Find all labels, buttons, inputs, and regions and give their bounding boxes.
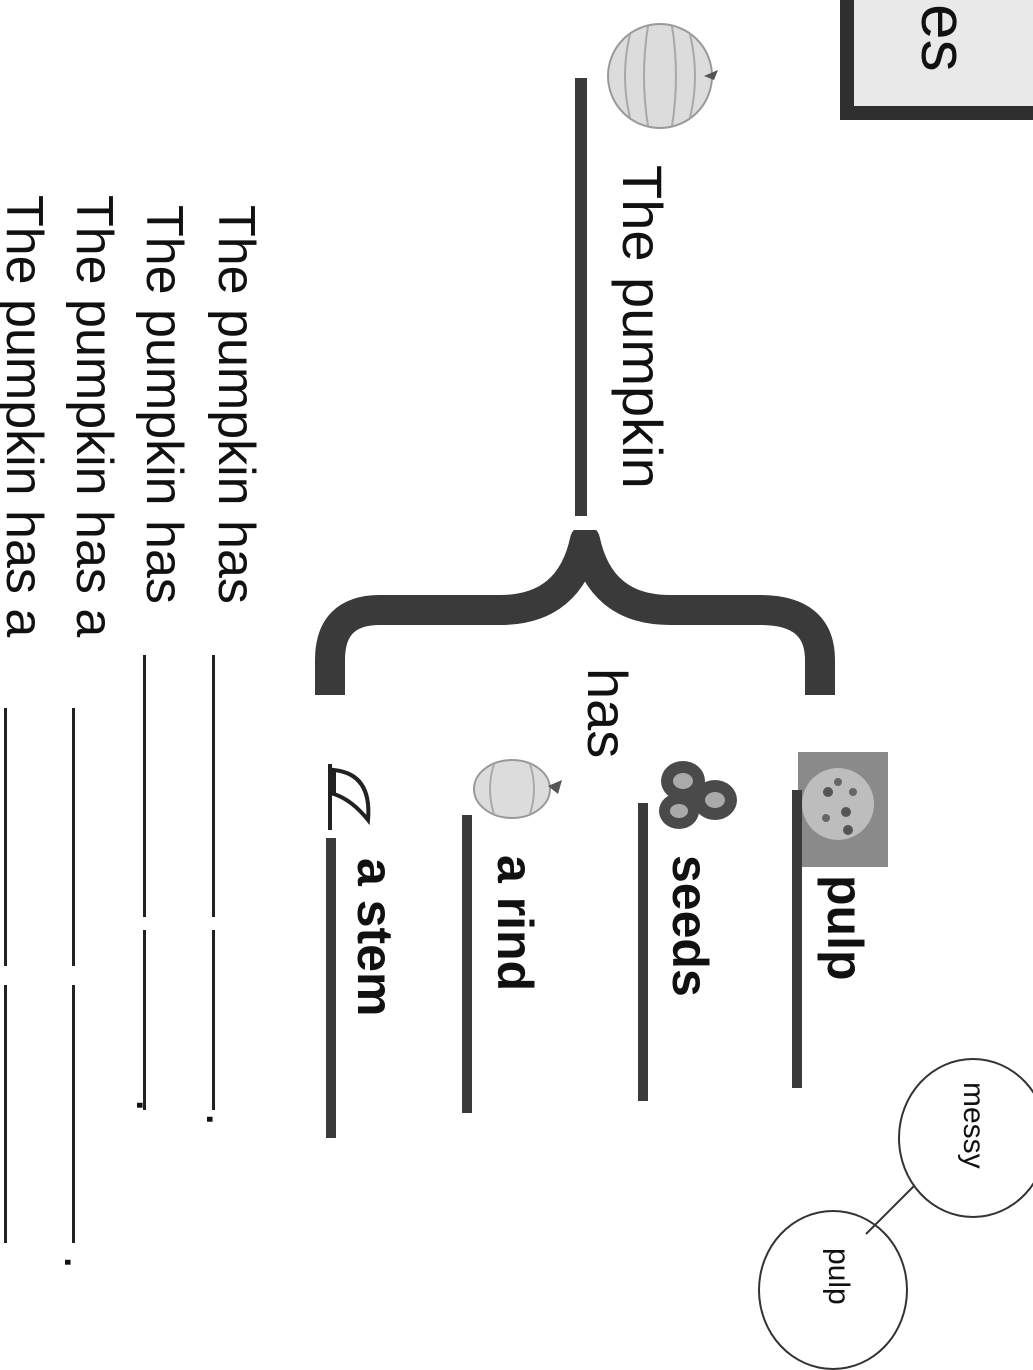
web-circle-center — [758, 1210, 908, 1370]
stem-bar — [326, 838, 336, 1138]
sentence-end-2: . — [125, 1098, 183, 1113]
part-label-pulp: pulp — [817, 875, 873, 981]
title-box: es — [840, 0, 1033, 120]
sentence-prompt-1: The pumpkin has — [207, 205, 265, 604]
answer-line-2b[interactable] — [143, 930, 146, 1110]
web-connector — [865, 1185, 915, 1235]
curly-brace — [315, 530, 835, 695]
answer-line-4b[interactable] — [4, 985, 7, 1243]
answer-line-3a[interactable] — [72, 708, 75, 966]
web-describer-label: messy — [957, 1082, 990, 1169]
part-label-seeds: seeds — [662, 855, 718, 997]
connector-label: has — [576, 668, 639, 759]
answer-line-1a[interactable] — [212, 655, 215, 917]
answer-line-2a[interactable] — [143, 655, 146, 917]
answer-line-3b[interactable] — [72, 985, 75, 1243]
answer-line-1b[interactable] — [212, 930, 215, 1110]
pulp-icon — [798, 752, 888, 867]
sentence-end-3: . — [53, 1255, 111, 1270]
stem-icon — [328, 764, 371, 830]
root-label: The pumpkin — [611, 165, 674, 489]
part-label-rind: a rind — [487, 855, 543, 992]
sentence-prompt-2: The pumpkin has — [135, 205, 193, 604]
pumpkin-icon — [607, 23, 718, 129]
answer-line-4a[interactable] — [4, 708, 7, 966]
title-fragment: es — [908, 4, 980, 72]
part-label-stem: a stem — [347, 858, 403, 1017]
pulp-bar — [792, 790, 802, 1088]
seeds-bar — [638, 803, 648, 1101]
sentence-prompt-3: The pumpkin has a — [65, 195, 123, 638]
pumpkin-icon — [473, 759, 562, 819]
rind-bar — [462, 815, 472, 1113]
web-circle-describer — [898, 1058, 1033, 1218]
web-center-label: pulp — [822, 1248, 855, 1305]
sentence-prompt-4: The pumpkin has a — [0, 195, 53, 638]
seeds-icon — [659, 761, 737, 829]
root-bar — [575, 78, 587, 516]
sentence-end-1: . — [195, 1112, 253, 1127]
